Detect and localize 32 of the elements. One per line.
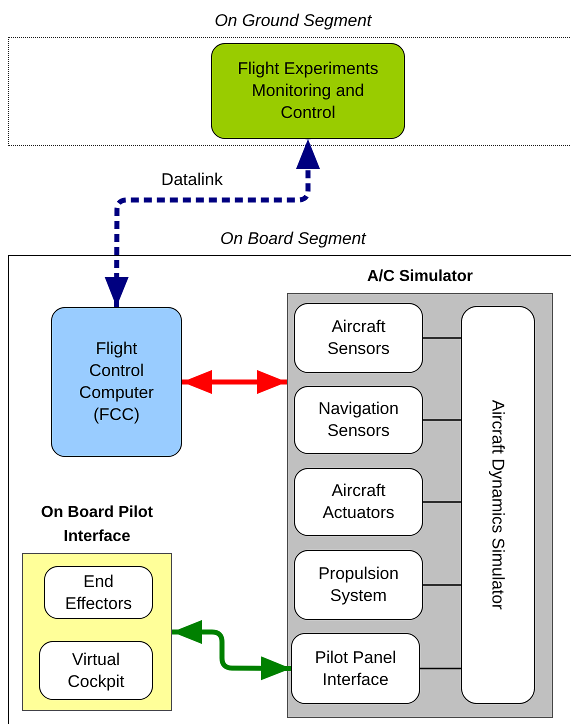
box-label: Navigation Sensors: [317, 398, 400, 442]
arrow: [182, 370, 287, 394]
process-box: [294, 550, 423, 620]
group-heading: A/C Simulator: [367, 267, 473, 287]
box-label: Aircraft Dynamics Simulator: [488, 400, 509, 610]
group-heading: On Board Pilot Interface: [40, 503, 154, 547]
connector-line: [420, 668, 461, 670]
box-label: Propulsion System: [317, 563, 400, 607]
process-box: [211, 43, 405, 139]
process-box: [294, 303, 423, 373]
connector-line: [423, 584, 461, 586]
process-box: [291, 633, 420, 704]
connector-line: [423, 337, 461, 339]
process-box: [51, 307, 182, 457]
box-label: Flight Control Computer (FCC): [78, 338, 155, 426]
connector-line: [423, 501, 461, 503]
box-label: Aircraft Actuators: [322, 480, 396, 524]
connector-line: [423, 419, 461, 421]
arrow: [104, 139, 320, 308]
box-label: Pilot Panel Interface: [314, 646, 398, 690]
box-label: End Effectors: [64, 570, 133, 614]
box-label: Aircraft Sensors: [326, 316, 391, 360]
process-box: [294, 468, 423, 536]
process-box: [461, 306, 535, 704]
group-heading: On Ground Segment: [214, 10, 372, 32]
box-label: Virtual Cockpit: [66, 648, 126, 692]
box-label: Flight Experiments Monitoring and Control: [236, 58, 380, 124]
process-box: [39, 641, 153, 700]
process-box: [294, 386, 423, 454]
process-box: [44, 566, 153, 619]
arrow: [172, 620, 292, 680]
group-heading: On Board Segment: [220, 228, 366, 250]
